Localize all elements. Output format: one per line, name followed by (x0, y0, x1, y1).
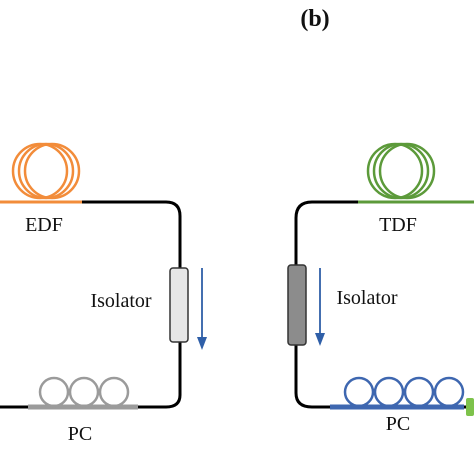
edf-coil-loop-2 (17, 142, 75, 200)
right-pc-paddle-3 (403, 376, 435, 408)
right-isolator-label: Isolator (336, 287, 397, 309)
panel-label: (b) (300, 6, 329, 32)
left-isolator (169, 267, 189, 343)
right-isolator (287, 264, 307, 346)
left-pc-paddle-3 (98, 376, 130, 408)
tdf-coil-loop-1 (366, 142, 424, 200)
left-isolator-label: Isolator (90, 290, 151, 312)
tdf-label: TDF (379, 214, 417, 236)
left-ring-cavity: EDF Isolator PC (0, 142, 207, 445)
right-output-connector (466, 398, 474, 416)
right-pc-paddle-2 (373, 376, 405, 408)
edf-coil-loop-3 (23, 142, 81, 200)
right-direction-arrow (315, 268, 325, 346)
edf-coil (0, 142, 82, 204)
left-pc-label: PC (68, 423, 92, 445)
right-pc-coils (330, 376, 465, 410)
left-pc-paddle-2 (68, 376, 100, 408)
edf-label: EDF (25, 214, 63, 236)
right-pc-segment (330, 404, 464, 410)
tdf-coil (358, 142, 474, 204)
left-pc-paddle-1 (38, 376, 70, 408)
edf-coil-loop-1 (11, 142, 69, 200)
tdf-coil-loop-2 (372, 142, 430, 200)
right-pc-paddle-1 (343, 376, 375, 408)
left-pc-coils (28, 376, 138, 410)
right-ring-cavity: TDF Isolator PC (287, 142, 474, 435)
tdf-coil-loop-3 (378, 142, 436, 200)
right-pc-paddle-4 (433, 376, 465, 408)
left-direction-arrow (197, 268, 207, 350)
right-pc-label: PC (386, 413, 410, 435)
